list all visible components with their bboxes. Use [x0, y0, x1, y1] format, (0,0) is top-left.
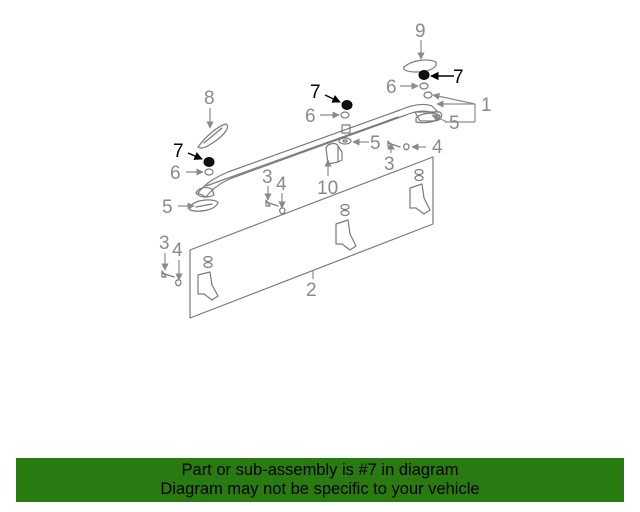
leader-lines — [161, 40, 476, 281]
callout-4-middle: 4 — [276, 174, 287, 195]
center-support-part — [325, 142, 343, 165]
callout-7-left: 7 — [173, 141, 184, 162]
banner-line-2: Diagram may not be specific to your vehi… — [160, 480, 480, 498]
callout-3-right: 3 — [384, 154, 395, 175]
callout-6-center: 6 — [305, 106, 316, 127]
callout-1: 1 — [481, 95, 492, 116]
callout-3-middle: 3 — [262, 167, 273, 188]
callout-5-left: 5 — [162, 197, 173, 218]
callout-7-center: 7 — [310, 82, 321, 103]
callout-6-right: 6 — [386, 77, 397, 98]
callout-4-right: 4 — [432, 137, 443, 158]
rail-cover-left-part — [197, 123, 229, 149]
callout-2: 2 — [306, 280, 317, 301]
info-banner: Part or sub-assembly is #7 in diagram Di… — [16, 458, 624, 502]
callout-8: 8 — [204, 88, 215, 109]
roof-panel-part — [189, 156, 434, 319]
callout-9: 9 — [415, 21, 426, 42]
retainer-clip-7 — [203, 70, 430, 167]
small-hardware — [161, 82, 433, 287]
callout-5-right: 5 — [449, 113, 460, 134]
rail-end-cap-left — [189, 199, 219, 212]
callout-7-right: 7 — [453, 67, 464, 88]
callout-10: 10 — [317, 178, 338, 199]
callout-4-left: 4 — [172, 240, 183, 261]
parts-diagram: 1 2 3 3 3 4 4 4 5 5 5 6 6 6 7 7 7 8 9 10 — [159, 21, 492, 319]
banner-line-1: Part or sub-assembly is #7 in diagram — [181, 461, 459, 479]
rail-end-cap-right — [415, 112, 441, 124]
callout-3-left: 3 — [159, 233, 170, 254]
rail-cover-right-part — [403, 59, 437, 73]
callout-labels: 1 2 3 3 3 4 4 4 5 5 5 6 6 6 7 7 7 8 9 10 — [159, 21, 492, 301]
callout-6-left: 6 — [170, 163, 181, 184]
callout-5-center: 5 — [370, 133, 381, 154]
